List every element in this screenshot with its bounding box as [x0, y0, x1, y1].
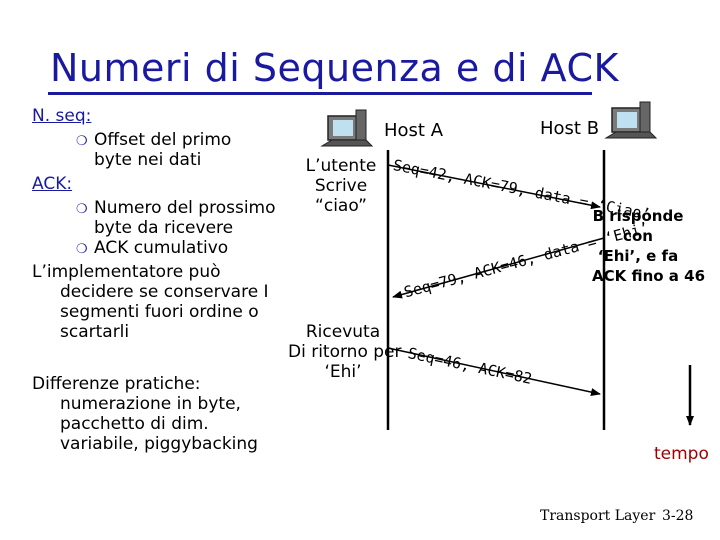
ricevuta-note-3: ‘Ehi’ [324, 362, 362, 382]
ricevuta-note-2: Di ritorno per [288, 342, 402, 362]
utente-note-1: L’utente [305, 156, 377, 176]
host-a-computer-icon [320, 109, 374, 147]
bullet-icon: ❍ [76, 202, 88, 217]
msg1-arrow [387, 164, 601, 210]
ricevuta-note: Ricevuta Di ritorno per ‘Ehi’ [288, 322, 402, 382]
seq-heading: N. seq: [32, 106, 92, 126]
ack-bullet1-text: Numero del prossimo [94, 198, 276, 218]
footer-page-number: 3-28 [662, 508, 694, 524]
time-label: tempo [654, 444, 709, 464]
utente-note-3: “ciao” [315, 196, 367, 216]
ack-bullet2-text: ACK cumulativo [94, 238, 229, 258]
bullet-icon: ❍ [76, 242, 88, 257]
msg2-arrow [392, 237, 605, 299]
impl-text-3: segmenti fuori ordine o [60, 302, 259, 322]
b-responds-3: ‘Ehi’, e fa [597, 247, 679, 265]
ack-bullet1-text-cont: byte da ricevere [94, 218, 234, 238]
bullet-icon: ❍ [76, 134, 88, 149]
diff-text-2: numerazione in byte, [60, 394, 241, 414]
b-responds-1: B risponde [592, 207, 684, 225]
seq-bullet-text: Offset del primo [94, 130, 232, 150]
title-underline [48, 92, 592, 95]
b-responds-note: B risponde con ‘Ehi’, e fa ACK fino a 46 [592, 206, 706, 286]
host-b-computer-icon [604, 101, 658, 139]
host-b-label: Host B [540, 118, 600, 139]
host-a-label: Host A [384, 120, 444, 141]
utente-note: L’utente Scrive “ciao” [300, 156, 382, 216]
diff-text-4: variabile, piggybacking [60, 434, 258, 454]
impl-text-2: decidere se conservare I [60, 282, 269, 302]
impl-text-1: L’implementatore può [32, 262, 221, 282]
ack-heading: ACK: [32, 174, 73, 194]
b-responds-4: ACK fino a 46 [592, 267, 706, 285]
ricevuta-note-1: Ricevuta [305, 322, 381, 342]
footer-course: Transport Layer [540, 508, 656, 524]
diff-text-1: Differenze pratiche: [32, 374, 201, 394]
seq-bullet-text-cont: byte nei dati [94, 150, 202, 170]
b-responds-2: con [623, 227, 653, 245]
slide-title: Numeri di Sequenza e di ACK [50, 46, 619, 90]
msg3-arrow [387, 347, 601, 397]
utente-note-2: Scrive [314, 176, 368, 196]
diff-text-3: pacchetto di dim. [60, 414, 209, 434]
impl-text-4: scartarli [60, 322, 130, 342]
